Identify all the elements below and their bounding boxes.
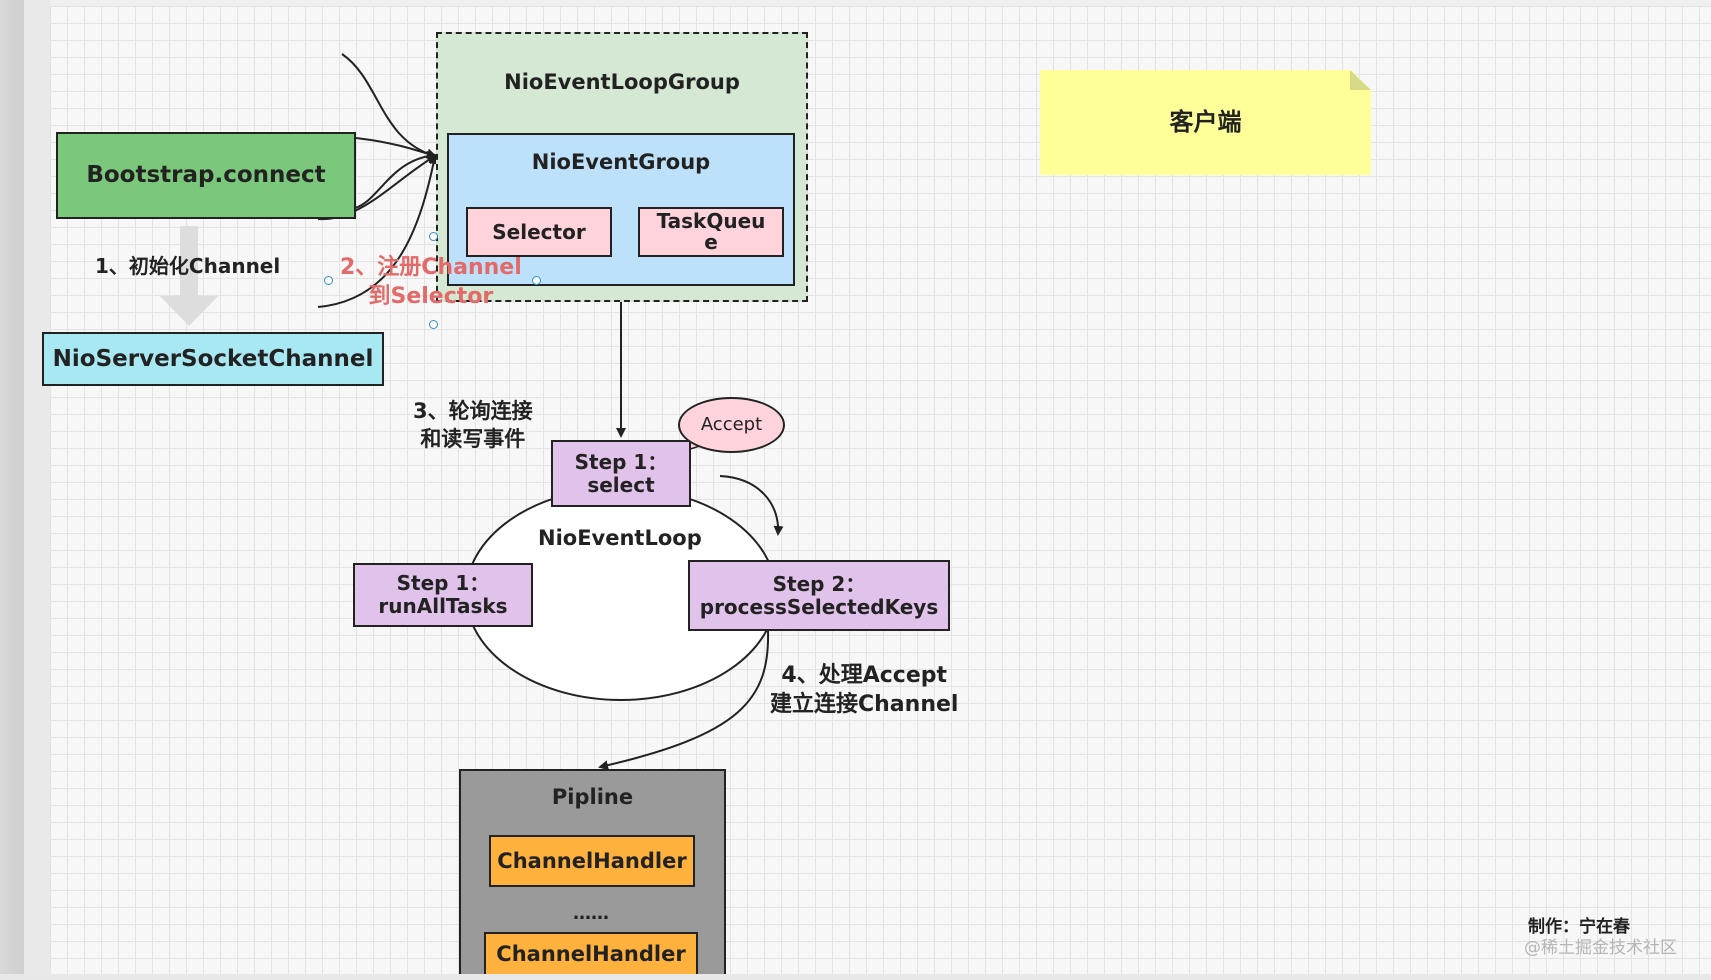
bootstrap-connect-box[interactable]: Bootstrap.connect — [56, 132, 356, 219]
watermark: @稀土掘金技术社区 — [1524, 938, 1677, 958]
selector-box[interactable]: Selector — [466, 207, 612, 257]
left-scroll-rail — [0, 0, 25, 980]
accept-bubble-label: Accept — [700, 413, 763, 435]
channel-handler-label: ChannelHandler — [496, 942, 686, 967]
selection-handle[interactable] — [532, 276, 541, 285]
event-loop-group-title: NioEventLoopGroup — [504, 70, 740, 94]
step-process-keys-label: Step 2： processSelectedKeys — [699, 571, 939, 619]
client-note[interactable]: 客户端 — [1040, 70, 1371, 175]
selection-handle[interactable] — [429, 320, 438, 329]
pipeline-title: Pipline — [551, 785, 634, 809]
left-ruler — [24, 0, 51, 980]
client-note-label: 客户端 — [1169, 107, 1242, 136]
step-run-all-tasks-box[interactable]: Step 1： runAllTasks — [353, 563, 533, 627]
register-channel-label: 2、注册Channel 到Selector — [340, 255, 522, 309]
bootstrap-connect-label: Bootstrap.connect — [86, 162, 326, 189]
accept-bubble[interactable]: Accept — [678, 397, 785, 453]
task-queue-box[interactable]: TaskQueu e — [638, 207, 784, 257]
step-process-keys-box[interactable]: Step 2： processSelectedKeys — [688, 560, 950, 631]
step-select-label: Step 1： select — [574, 449, 668, 497]
bottom-scroll-rail — [0, 974, 1711, 980]
server-socket-channel-label: NioServerSocketChannel — [52, 345, 374, 372]
selection-handle[interactable] — [429, 232, 438, 241]
init-channel-label: 1、初始化Channel — [95, 254, 281, 278]
channel-handler-label: ChannelHandler — [497, 848, 687, 873]
step-select-box[interactable]: Step 1： select — [551, 440, 691, 507]
handle-accept-label: 4、处理Accept 建立连接Channel — [770, 663, 959, 717]
poll-events-label: 3、轮询连接 和读写事件 — [413, 399, 533, 452]
channel-handler-box[interactable]: ChannelHandler — [489, 835, 695, 887]
selector-label: Selector — [492, 219, 586, 244]
event-group-title: NioEventGroup — [531, 150, 711, 174]
event-loop-title: NioEventLoop — [538, 526, 702, 550]
selection-handle[interactable] — [324, 276, 333, 285]
task-queue-label: TaskQueu e — [656, 209, 766, 254]
diagram-canvas — [50, 6, 1711, 976]
step-run-all-tasks-label: Step 1： runAllTasks — [378, 571, 508, 618]
pipeline-ellipsis: …… — [573, 903, 609, 924]
author-credit: 制作：宁在春 — [1528, 917, 1630, 937]
server-socket-channel-box[interactable]: NioServerSocketChannel — [42, 332, 384, 386]
channel-handler-box[interactable]: ChannelHandler — [484, 932, 698, 975]
